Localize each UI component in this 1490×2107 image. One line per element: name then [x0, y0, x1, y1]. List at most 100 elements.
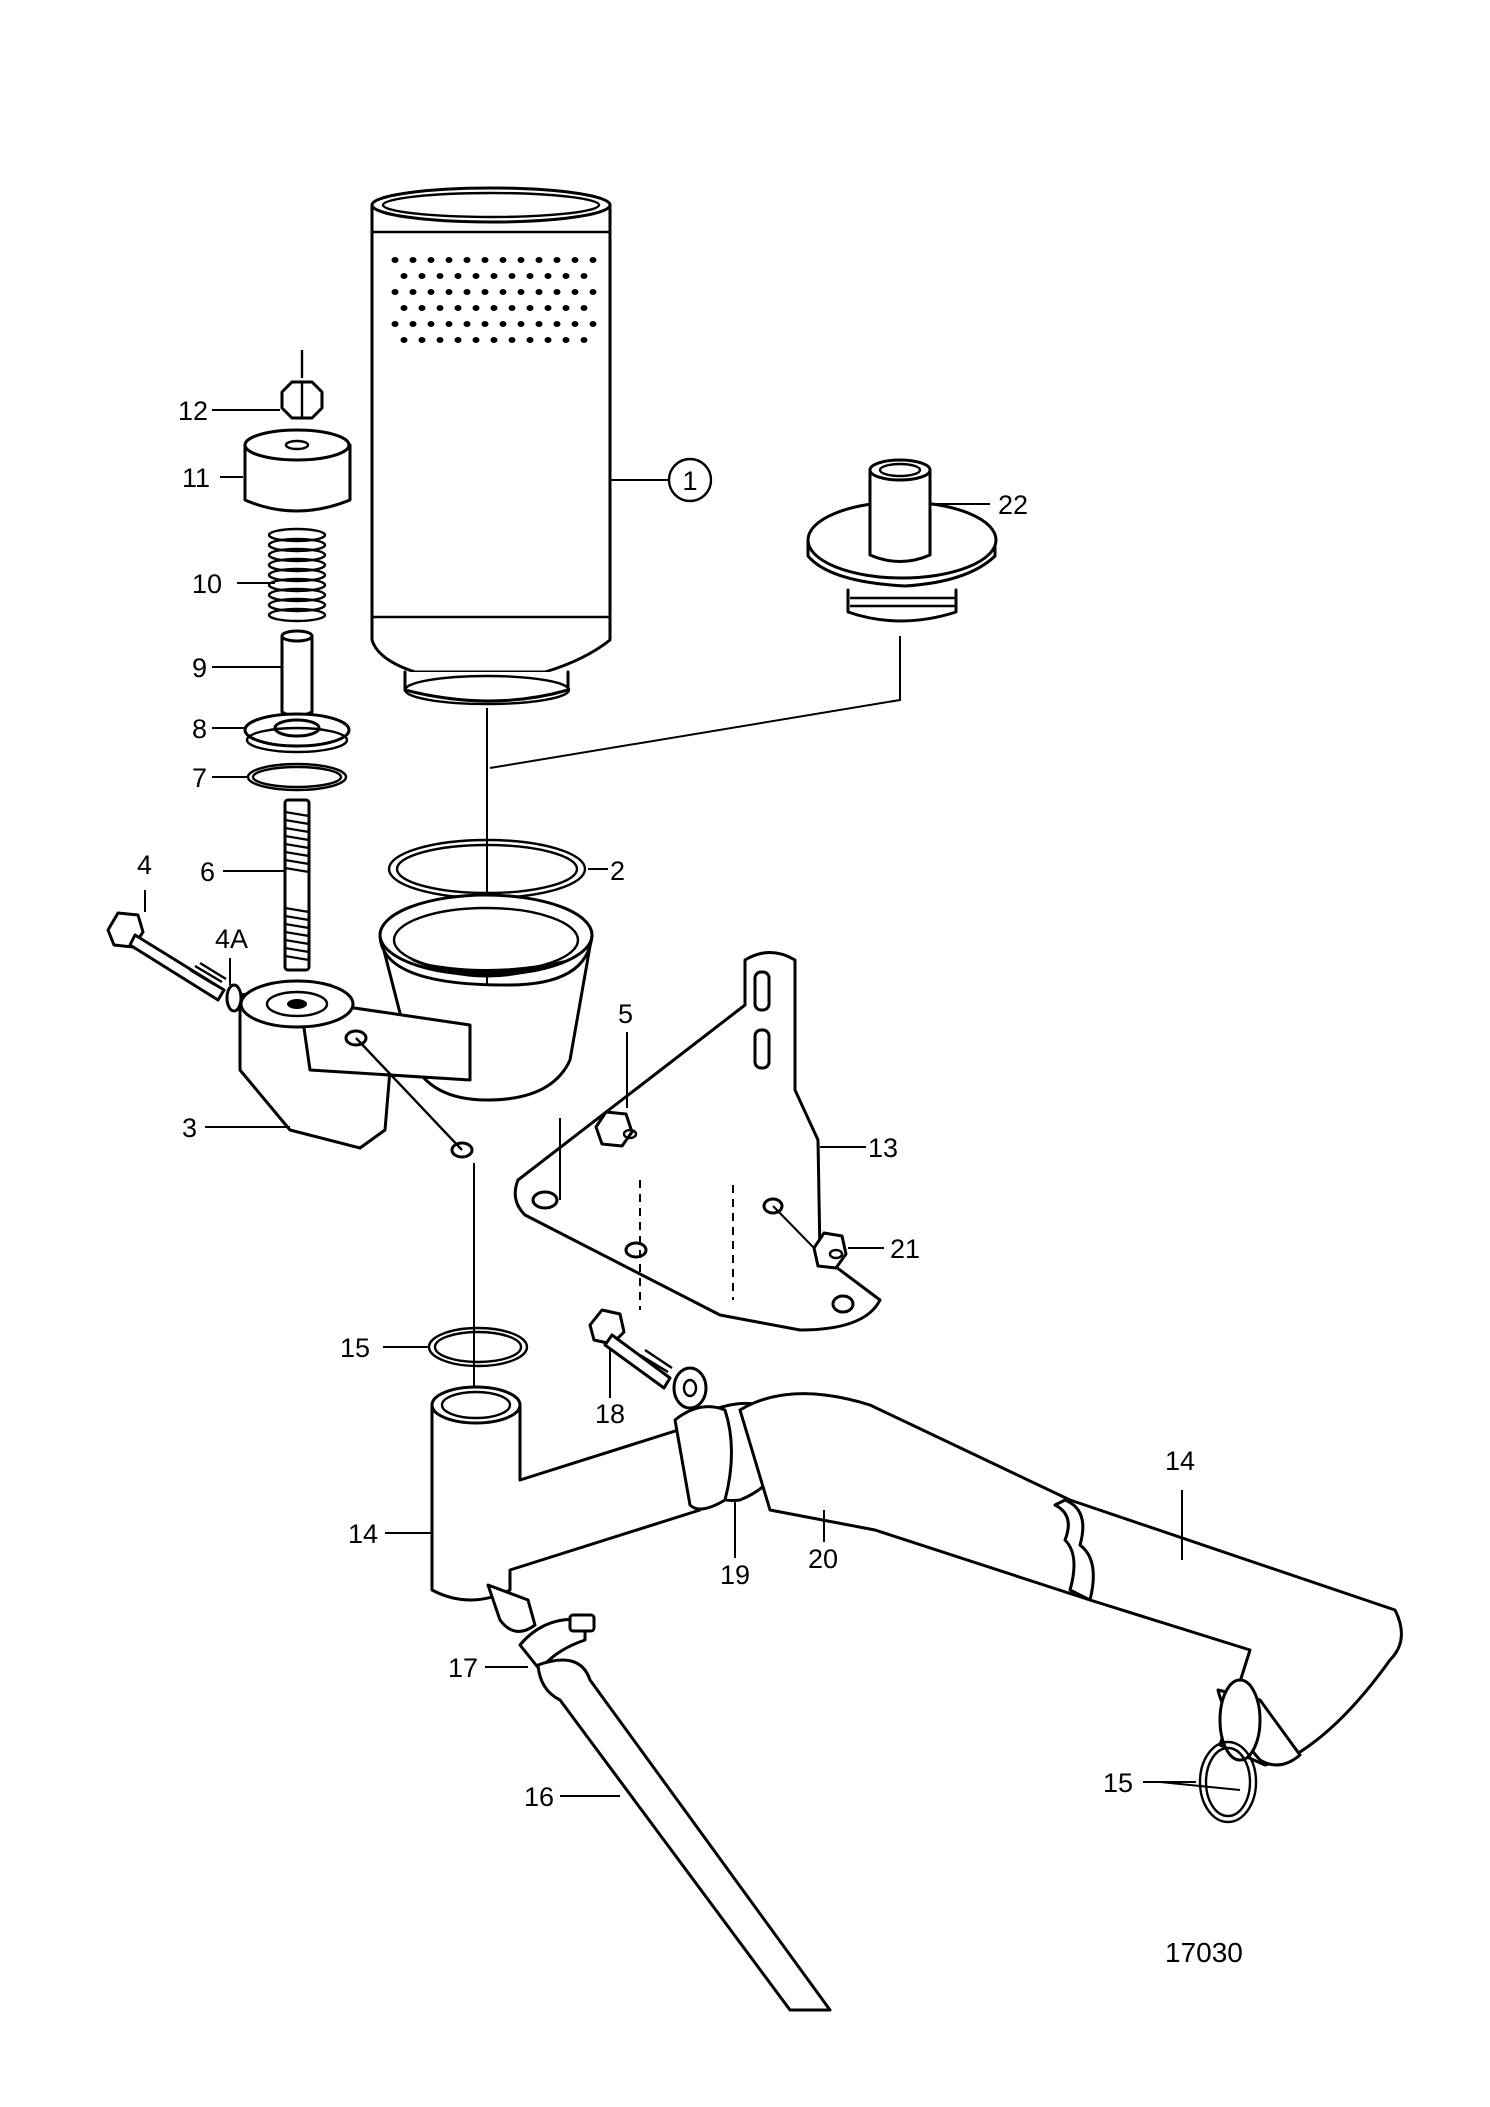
perforation-hole: [589, 257, 597, 263]
spring-coil: [267, 537, 327, 553]
perforation-hole: [517, 289, 525, 295]
perforation-hole: [508, 305, 516, 311]
callout-15-upper: 15: [340, 1333, 370, 1363]
perforation-hole: [427, 257, 435, 263]
outlet-pipe: [430, 1385, 712, 1633]
filter-perforations: [391, 257, 597, 343]
perforation-hole: [463, 257, 471, 263]
through-pin: [355, 1037, 463, 1151]
callout-10: 10: [192, 569, 222, 599]
thread-line: [284, 834, 310, 842]
perforation-hole: [463, 289, 471, 295]
perforation-hole: [553, 289, 561, 295]
callout-2: 2: [610, 856, 625, 886]
perforation-hole: [526, 273, 534, 279]
callout-circle: [667, 457, 713, 503]
filter-head-cover: [806, 458, 998, 623]
thread-line: [284, 922, 310, 930]
perforation-hole: [436, 305, 444, 311]
bracket-bolt: [588, 1308, 673, 1390]
perforation-hole: [409, 257, 417, 263]
perforation-hole: [580, 273, 588, 279]
o-ring-small: [246, 762, 348, 792]
spring-coil: [267, 577, 327, 593]
perforation-hole: [418, 337, 426, 343]
spring-coil: [267, 607, 327, 623]
nut: [559, 1110, 638, 1200]
perforation-hole: [535, 289, 543, 295]
perforation-hole: [391, 321, 399, 327]
perforation-hole: [571, 289, 579, 295]
perforation-hole: [454, 337, 462, 343]
callout-12: 12: [178, 396, 208, 426]
callout-14-left: 14: [348, 1519, 378, 1549]
perforation-hole: [589, 321, 597, 327]
spring-coil: [267, 597, 327, 613]
perforation-hole: [580, 337, 588, 343]
callout-8: 8: [192, 714, 207, 744]
long-pipe: [738, 1392, 1403, 1767]
assembly-line-22: [489, 636, 901, 769]
perforation-hole: [391, 257, 399, 263]
perforation-hole: [445, 289, 453, 295]
drawing-reference-number: 17030: [1165, 1937, 1243, 1968]
callout-5: 5: [618, 999, 633, 1029]
perforation-hole: [517, 257, 525, 263]
perforation-hole: [535, 257, 543, 263]
spring: [267, 527, 327, 623]
perforation-hole: [409, 289, 417, 295]
perforation-hole: [409, 321, 417, 327]
thread-line: [284, 946, 310, 954]
flange-nut: [772, 1205, 848, 1270]
perforation-hole: [436, 337, 444, 343]
perforation-hole: [481, 289, 489, 295]
perforation-hole: [400, 273, 408, 279]
perforation-hole: [562, 337, 570, 343]
callout-9: 9: [192, 653, 207, 683]
perforation-hole: [481, 257, 489, 263]
mounting-bracket: [513, 951, 882, 1332]
spring-coil: [267, 527, 327, 543]
perforation-hole: [418, 305, 426, 311]
perforation-hole: [490, 337, 498, 343]
perforation-hole: [427, 289, 435, 295]
perforation-hole: [499, 257, 507, 263]
thread-line: [284, 850, 310, 858]
perforation-hole: [490, 273, 498, 279]
perforation-hole: [472, 273, 480, 279]
thread-line: [284, 810, 310, 818]
callout-11: 11: [182, 463, 210, 493]
callout-14-right: 14: [1165, 1446, 1195, 1476]
perforation-hole: [562, 305, 570, 311]
perforation-hole: [508, 273, 516, 279]
bolt-washer: [225, 983, 243, 1013]
callout-6: 6: [200, 857, 215, 887]
thread-line: [284, 906, 310, 914]
perforation-hole: [544, 305, 552, 311]
thread-line: [284, 818, 310, 826]
spring-coil: [267, 547, 327, 563]
callout-16: 16: [524, 1782, 554, 1812]
perforation-hole: [427, 321, 435, 327]
stud-threads: [284, 810, 310, 962]
perforation-hole: [454, 273, 462, 279]
callout-20: 20: [808, 1544, 838, 1574]
perforation-hole: [481, 321, 489, 327]
perforation-hole: [589, 289, 597, 295]
perforation-hole: [454, 305, 462, 311]
perforation-hole: [400, 337, 408, 343]
filter-cartridge: [370, 186, 612, 706]
perforation-hole: [472, 305, 480, 311]
perforation-hole: [571, 257, 579, 263]
hose-clip: [518, 1613, 596, 1672]
stud: [283, 798, 311, 972]
callout-1: 1: [682, 466, 697, 496]
callout-17: 17: [448, 1653, 478, 1683]
spring-coil: [267, 557, 327, 573]
perforation-hole: [472, 337, 480, 343]
thread-line: [284, 858, 310, 866]
perforation-hole: [553, 257, 561, 263]
perforation-hole: [553, 321, 561, 327]
perforation-hole: [463, 321, 471, 327]
